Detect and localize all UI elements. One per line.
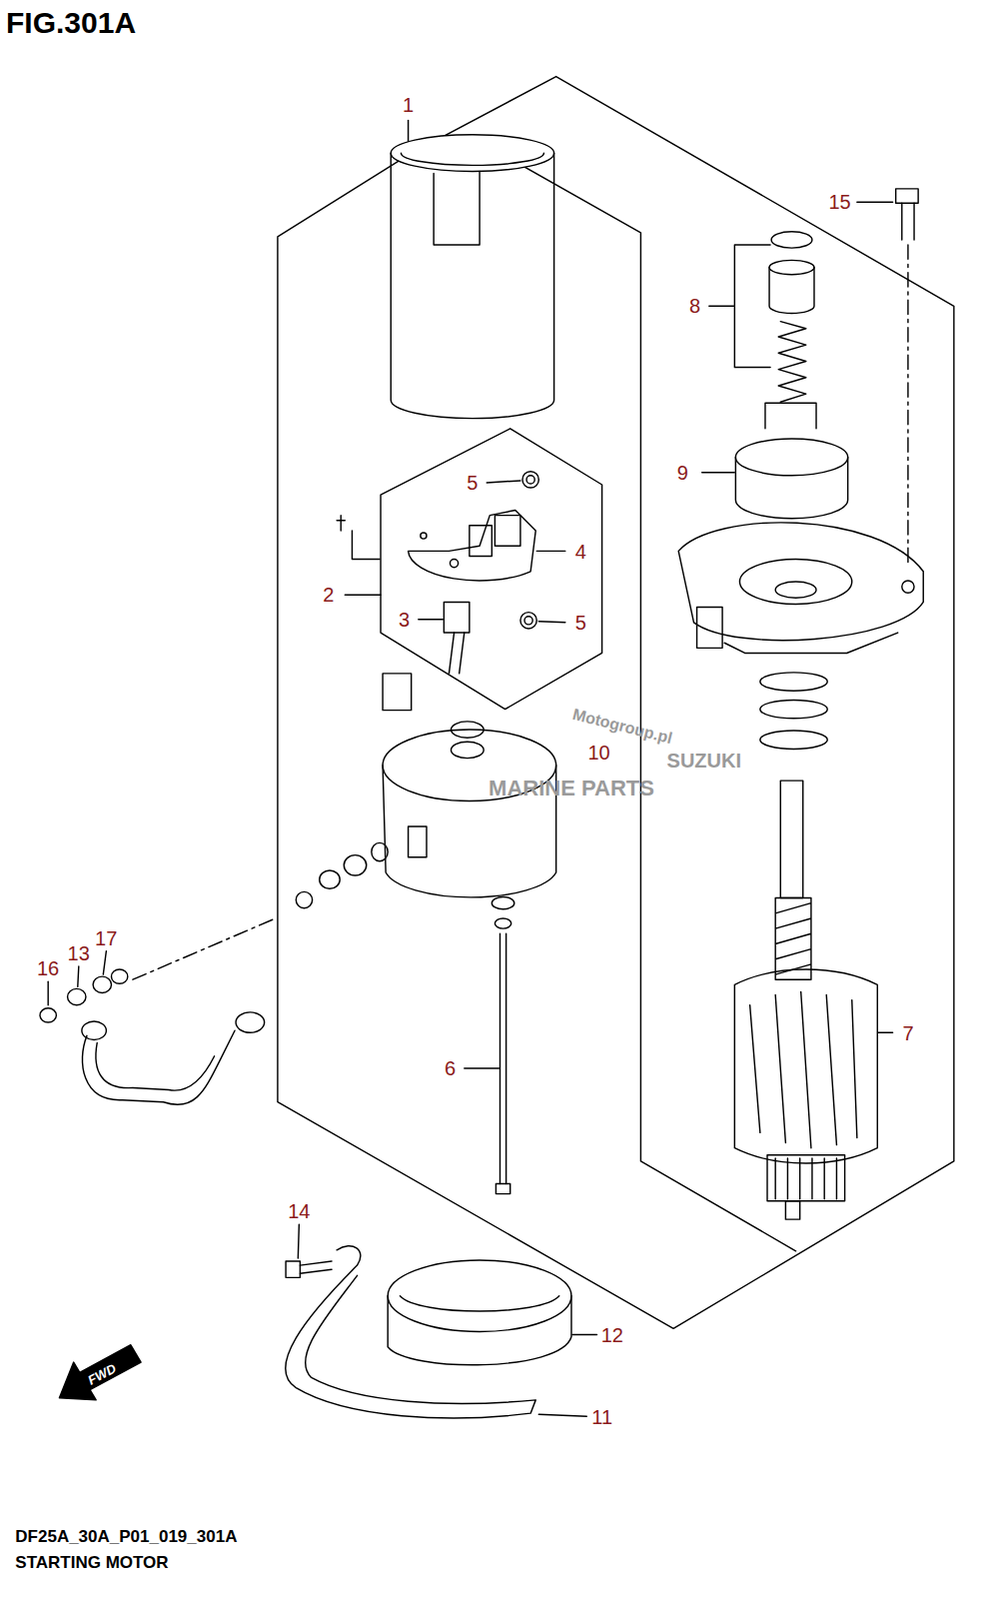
callout-number: 12 <box>601 1324 624 1345</box>
figure-code: DF25A_30A_P01_019_301A <box>14 1527 237 1545</box>
callout-number: 9 <box>677 462 689 483</box>
callout-number: 8 <box>689 295 701 316</box>
callout-number: 15 <box>829 191 852 212</box>
watermark: MARINE PARTS <box>488 777 655 800</box>
figure-title: FIG.301A <box>5 7 136 38</box>
callout-number: 16 <box>36 958 59 979</box>
callout-number: 14 <box>287 1200 310 1221</box>
callout-number: 2 <box>322 584 334 605</box>
callout-number: 7 <box>903 1022 915 1043</box>
watermark: SUZUKI <box>667 750 742 771</box>
callout-number: 4 <box>575 541 587 562</box>
callout-number: 5 <box>575 612 587 633</box>
callout-number: 11 <box>591 1406 613 1427</box>
callout-number: 13 <box>67 943 90 964</box>
callout-number: 17 <box>94 928 117 949</box>
callout-number: 3 <box>398 609 410 630</box>
callout-number: 6 <box>444 1057 456 1078</box>
figure-caption: STARTING MOTOR <box>14 1553 168 1571</box>
callout-number: 1 <box>402 94 414 115</box>
callout-number: 5 <box>466 472 478 493</box>
watermark: Motogroup.pl <box>571 706 675 747</box>
callout-number: 10 <box>587 742 610 763</box>
